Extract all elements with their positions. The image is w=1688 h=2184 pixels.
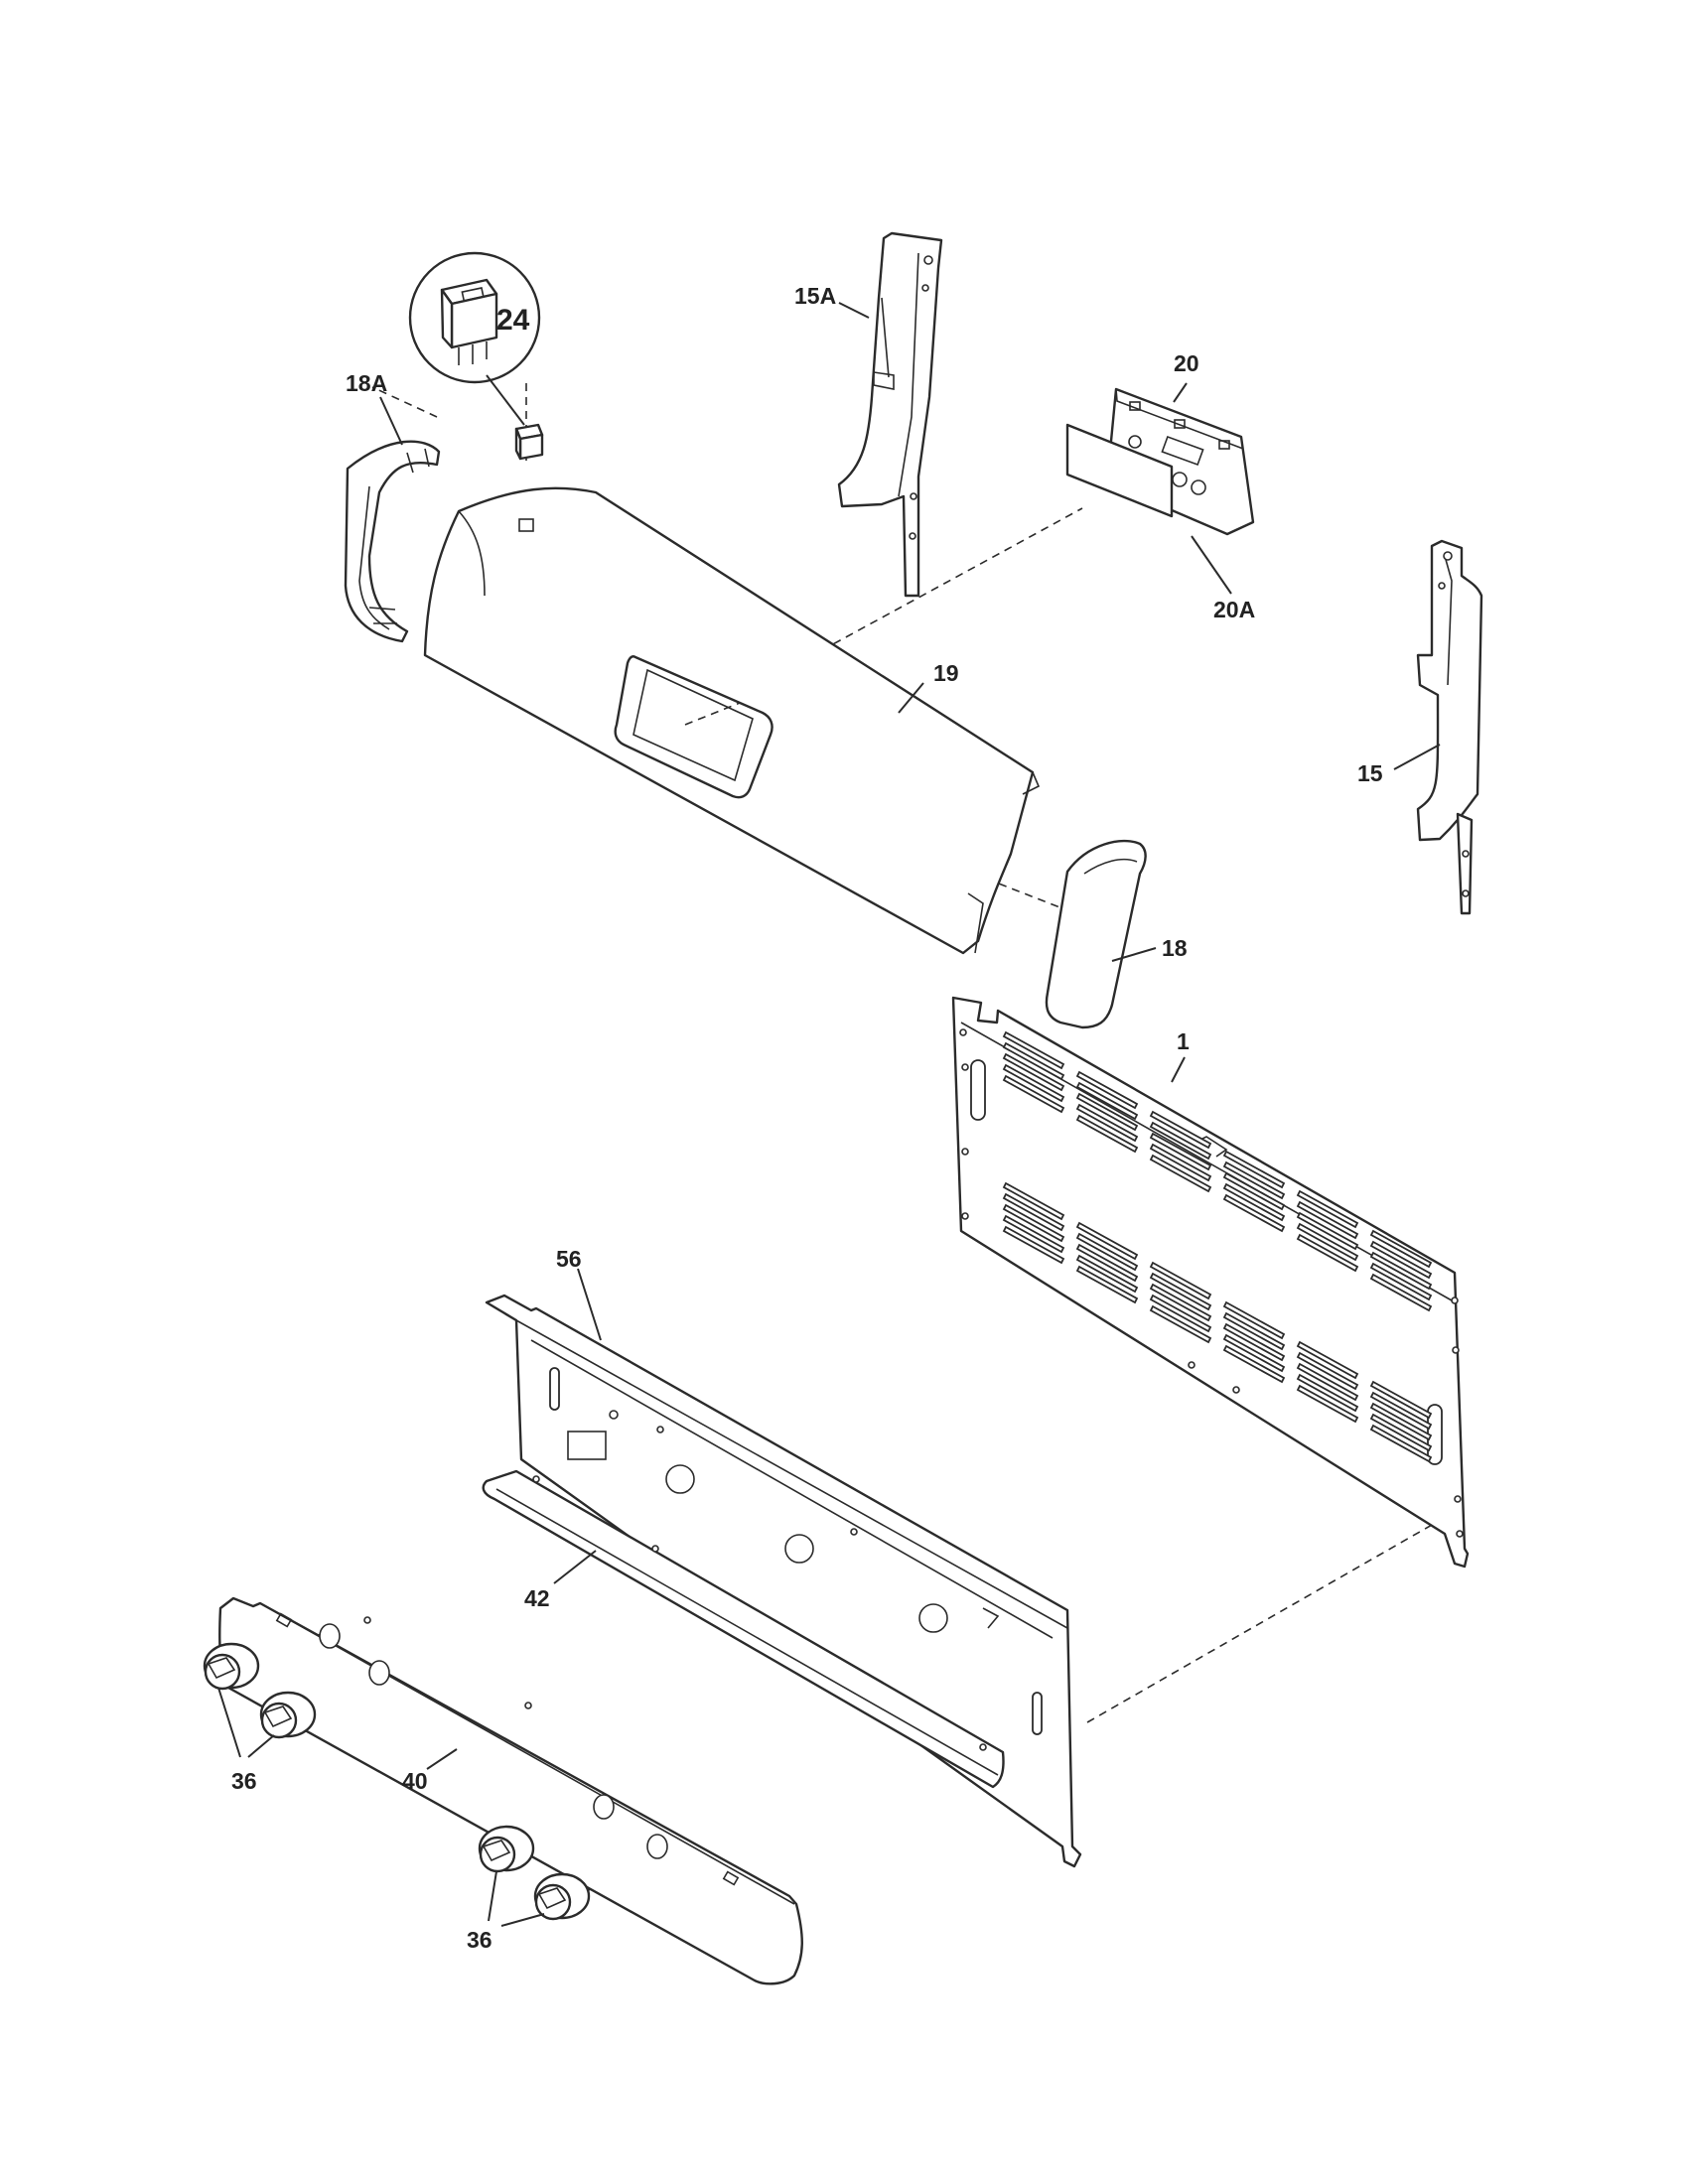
vent-louvre [1296,1200,1359,1240]
vent-louvre [1075,1103,1139,1143]
control-panel [218,1596,803,1985]
vent-louvre [1075,1243,1139,1283]
vent-louvre [1369,1391,1433,1431]
callout-36-left: 36 [231,1768,257,1794]
leader-lines [379,302,924,714]
vent-louvre [1222,1171,1286,1211]
vent-louvre [1075,1265,1139,1304]
vent-louvre [1369,1229,1433,1269]
vent-louvre [1149,1121,1212,1160]
callout-15: 15 [1357,760,1383,786]
rocker-switch-inset [408,251,541,426]
vent-louvre [1002,1214,1065,1254]
vent-louvre [1002,1041,1065,1081]
callout-56: 56 [556,1246,582,1272]
vent-louvre [1002,1181,1065,1221]
vent-louvre [1149,1143,1212,1182]
vent-louvre [1075,1221,1139,1261]
rocker-switch [514,423,544,461]
vent-louvre [1296,1362,1359,1402]
callout-20a: 20A [1213,597,1255,622]
vent-louvre [1149,1294,1212,1333]
vent-louvre [1222,1193,1286,1233]
vent-louvre [1149,1283,1212,1322]
vent-louvre [1222,1344,1286,1384]
callout-36-right: 36 [467,1927,492,1953]
callout-18a: 18A [346,370,387,396]
vent-louvre [1296,1373,1359,1413]
vent-louvre [1002,1030,1065,1070]
vent-louvre [1222,1333,1286,1373]
vent-louvre [1296,1351,1359,1391]
vent-louvre [1075,1254,1139,1294]
vent-louvre [1369,1273,1433,1312]
vent-louvre [1296,1384,1359,1424]
vent-louvre [1222,1311,1286,1351]
vented-back-panel [951,996,1470,1569]
vent-louvre [1149,1132,1212,1171]
callout-19: 19 [933,660,959,686]
vent-louvre [1002,1225,1065,1265]
vent-louvre [1149,1261,1212,1300]
callout-1: 1 [1177,1028,1190,1054]
callout-18: 18 [1162,935,1188,961]
knob-3 [478,1825,535,1873]
vent-louvre [1222,1160,1286,1200]
vent-louvre [1222,1182,1286,1222]
vent-louvre [1149,1110,1212,1150]
vent-louvre [1075,1092,1139,1132]
callout-40: 40 [402,1768,428,1794]
vent-louvre [1075,1070,1139,1110]
vent-louvre [1296,1340,1359,1380]
vent-louvre [1296,1222,1359,1262]
vent-louvre [1222,1300,1286,1340]
callout-42: 42 [524,1585,550,1611]
callout-15a: 15A [794,283,836,309]
vent-louvre [1149,1154,1212,1193]
knob-2 [259,1691,317,1739]
left-side-trim [837,231,943,598]
callout-24: 24 [496,304,530,337]
vent-louvre [1296,1211,1359,1251]
vent-louvre [1149,1304,1212,1344]
vent-louvre [1222,1150,1286,1189]
knob-leaders [217,1687,545,1927]
callout-labels: 24 18A 15A 20 20A 19 15 18 1 56 42 40 36… [231,283,1383,1953]
vent-louvre [1002,1074,1065,1114]
right-side-trim [1393,539,1483,915]
vent-louvre [1369,1240,1433,1280]
vent-louvre [1369,1413,1433,1452]
vent-louvre [1369,1380,1433,1420]
knob-4 [533,1872,591,1921]
vent-louvre [1002,1203,1065,1243]
vent-louvre [1075,1232,1139,1272]
left-end-cap [344,440,441,643]
vent-louvre [1369,1424,1433,1463]
clock-control-board [1065,382,1255,595]
vent-louvre [1149,1272,1212,1311]
vent-louvre [1002,1192,1065,1232]
vent-louvre [1222,1322,1286,1362]
vent-louvre [1369,1262,1433,1301]
vent-louvre [1369,1402,1433,1441]
vent-louvre [1002,1052,1065,1092]
knob-1 [203,1642,260,1691]
vent-louvre [1075,1081,1139,1121]
vent-louvre [1369,1251,1433,1291]
vent-louvre [1296,1233,1359,1273]
backguard-panel [423,486,1041,955]
callout-20: 20 [1174,350,1199,376]
bottom-trim-strip [482,1469,1005,1789]
right-end-cap [1045,839,1157,1029]
vent-louvre [1075,1114,1139,1154]
vent-louvre [1002,1063,1065,1103]
vent-louvre [1296,1189,1359,1229]
